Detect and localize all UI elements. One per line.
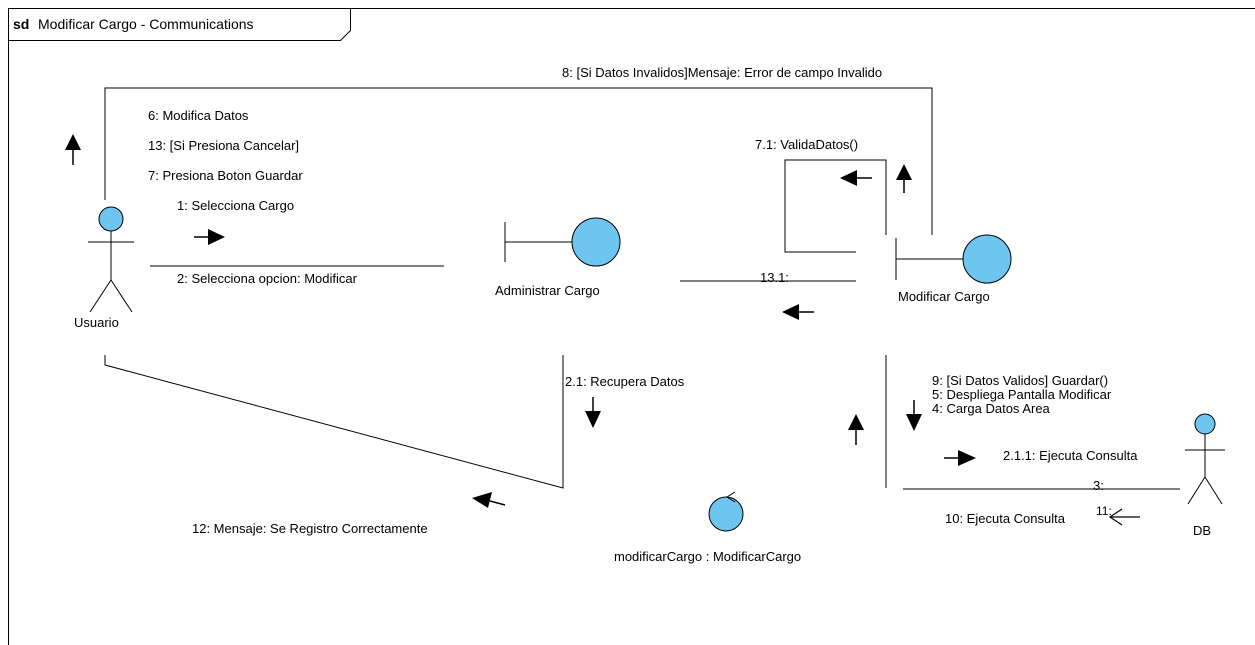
msg-11: 11: [1096, 504, 1112, 518]
actor-usuario[interactable] [88, 206, 134, 313]
arrow-right-icon [194, 229, 225, 245]
label-db: DB [1193, 523, 1211, 538]
frame-title-tab [8, 8, 351, 41]
msg-12: 12: Mensaje: Se Registro Correctamente [192, 521, 428, 536]
arrow-up-icon [65, 134, 81, 165]
msg-8: 8: [Si Datos Invalidos]Mensaje: Error de… [562, 65, 882, 80]
msg-2-1-1: 2.1.1: Ejecuta Consulta [1003, 448, 1138, 463]
frame-title: Modificar Cargo - Communications [38, 16, 254, 32]
arrow-left-icon [782, 304, 814, 320]
arrow-down-icon [906, 400, 922, 431]
arrow-up-icon [896, 164, 912, 193]
msg-3: 3: [1093, 478, 1104, 493]
arrow-up-icon [848, 414, 864, 445]
msg-13-1: 13.1: [760, 270, 789, 285]
msg-9: 9: [Si Datos Validos] Guardar() [932, 373, 1108, 388]
frame-keyword: sd [13, 16, 29, 32]
actor-head [1194, 413, 1216, 435]
label-usuario: Usuario [74, 315, 119, 330]
label-administrar-cargo: Administrar Cargo [495, 283, 600, 298]
frame-border [8, 8, 1255, 645]
msg-13: 13: [Si Presiona Cancelar] [148, 138, 299, 153]
label-controller: modificarCargo : ModificarCargo [614, 549, 801, 564]
arrow-left-icon [472, 492, 506, 508]
msg-10: 10: Ejecuta Consulta [945, 511, 1066, 526]
direction-arrows [65, 134, 976, 508]
boundary-modificar-cargo[interactable] [895, 234, 1012, 284]
return-arrow-icon [1108, 508, 1140, 526]
msg-7: 7: Presiona Boton Guardar [148, 168, 303, 183]
links [104, 87, 1180, 490]
link-usuario-modificar[interactable] [104, 87, 933, 235]
arrow-left-icon [840, 170, 872, 186]
arrow-down-icon [585, 397, 601, 428]
msg-2-1: 2.1: Recupera Datos [565, 374, 685, 389]
msg-7-1: 7.1: ValidaDatos() [755, 137, 858, 152]
boundary-administrar-cargo[interactable] [504, 217, 621, 267]
msg-5: 5: Despliega Pantalla Modificar [932, 387, 1112, 402]
msg-4: 4: Carga Datos Area [932, 401, 1051, 416]
control-modificarcargo[interactable] [708, 491, 744, 532]
link-modificar-self[interactable] [784, 159, 887, 253]
msg-1: 1: Selecciona Cargo [177, 198, 294, 213]
msg-6: 6: Modifica Datos [148, 108, 249, 123]
actor-head [98, 206, 124, 232]
actor-db[interactable] [1185, 413, 1225, 505]
msg-2: 2: Selecciona opcion: Modificar [177, 271, 358, 286]
link-usuario-controller[interactable] [104, 355, 564, 489]
arrow-right-icon [944, 450, 976, 466]
label-modificar-cargo: Modificar Cargo [898, 289, 990, 304]
